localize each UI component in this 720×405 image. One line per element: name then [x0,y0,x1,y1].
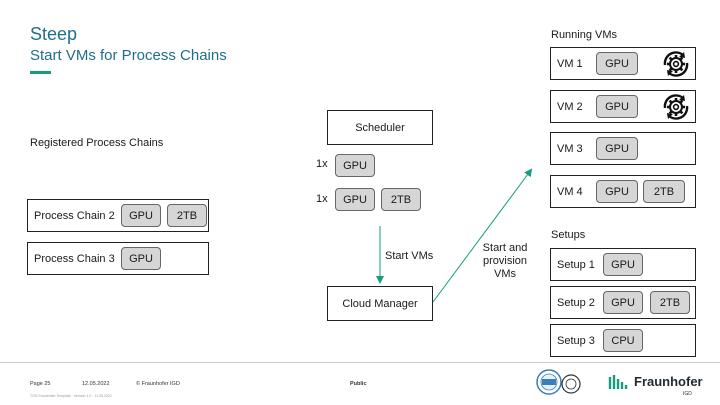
setup-label: Setup 2 [557,296,595,309]
process-chain-label: Process Chain 3 [34,252,115,265]
tag-2tb: 2TB [650,291,690,314]
provision-label-line: VMs [494,268,516,280]
vm-label: VM 4 [557,185,583,198]
process-chain-3: Process Chain 3 [27,242,209,275]
footer-date: 12.05.2022 [82,381,110,387]
footer-classification: Public [350,381,367,387]
cloud-manager-box: Cloud Manager [327,286,433,321]
tag-gpu: GPU [596,52,638,75]
logo-institute: IGD [683,391,692,397]
setup-label: Setup 1 [557,258,595,271]
vm-label: VM 3 [557,142,583,155]
footer-copyright: © Fraunhofer IGD [136,381,180,387]
tag-gpu: GPU [335,188,375,211]
setup-label: Setup 3 [557,334,595,347]
provision-label-line: Start and [482,242,528,254]
scheduler-box: Scheduler [327,110,433,145]
gear-sync-icon [663,51,689,77]
tag-gpu: GPU [121,247,161,270]
running-vms-heading: Running VMs [551,29,618,41]
vm-label: VM 1 [557,57,583,70]
slide-title: Steep [30,24,78,44]
provision-label-line: provision [482,255,528,267]
tag-2tb: 2TB [643,180,685,203]
tag-gpu: GPU [121,204,161,227]
requirement-multiplier: 1x [316,193,328,205]
requirement-multiplier: 1x [316,158,328,170]
tag-cpu: CPU [603,329,643,352]
scheduler-label: Scheduler [355,121,405,134]
footer-template-note: TOG Fraunhofer Template · Version 1.0 · … [30,394,112,398]
cloud-manager-label: Cloud Manager [342,297,418,310]
certification-seals-icon [536,369,581,395]
start-vms-label: Start VMs [385,250,434,262]
slide-subtitle: Start VMs for Process Chains [30,47,227,64]
fraunhofer-logo-icon [608,373,632,391]
tag-2tb: 2TB [167,204,207,227]
vm-label: VM 2 [557,100,583,113]
tag-2tb: 2TB [381,188,421,211]
tag-gpu: GPU [335,154,375,177]
tag-gpu: GPU [596,180,638,203]
provision-arrow [432,168,533,303]
logo-wordmark: Fraunhofer [634,374,703,389]
process-chain-label: Process Chain 2 [34,209,115,222]
setups-heading: Setups [551,229,586,241]
tag-gpu: GPU [596,95,638,118]
tag-gpu: GPU [596,137,638,160]
footer-divider [0,362,720,363]
footer-page: Page 25 [30,381,51,387]
provision-label: Start and provision VMs [478,242,532,281]
registered-heading: Registered Process Chains [30,137,164,149]
tag-gpu: GPU [603,253,643,276]
tag-gpu: GPU [603,291,643,314]
accent-bar [30,71,51,74]
gear-sync-icon [663,94,689,120]
